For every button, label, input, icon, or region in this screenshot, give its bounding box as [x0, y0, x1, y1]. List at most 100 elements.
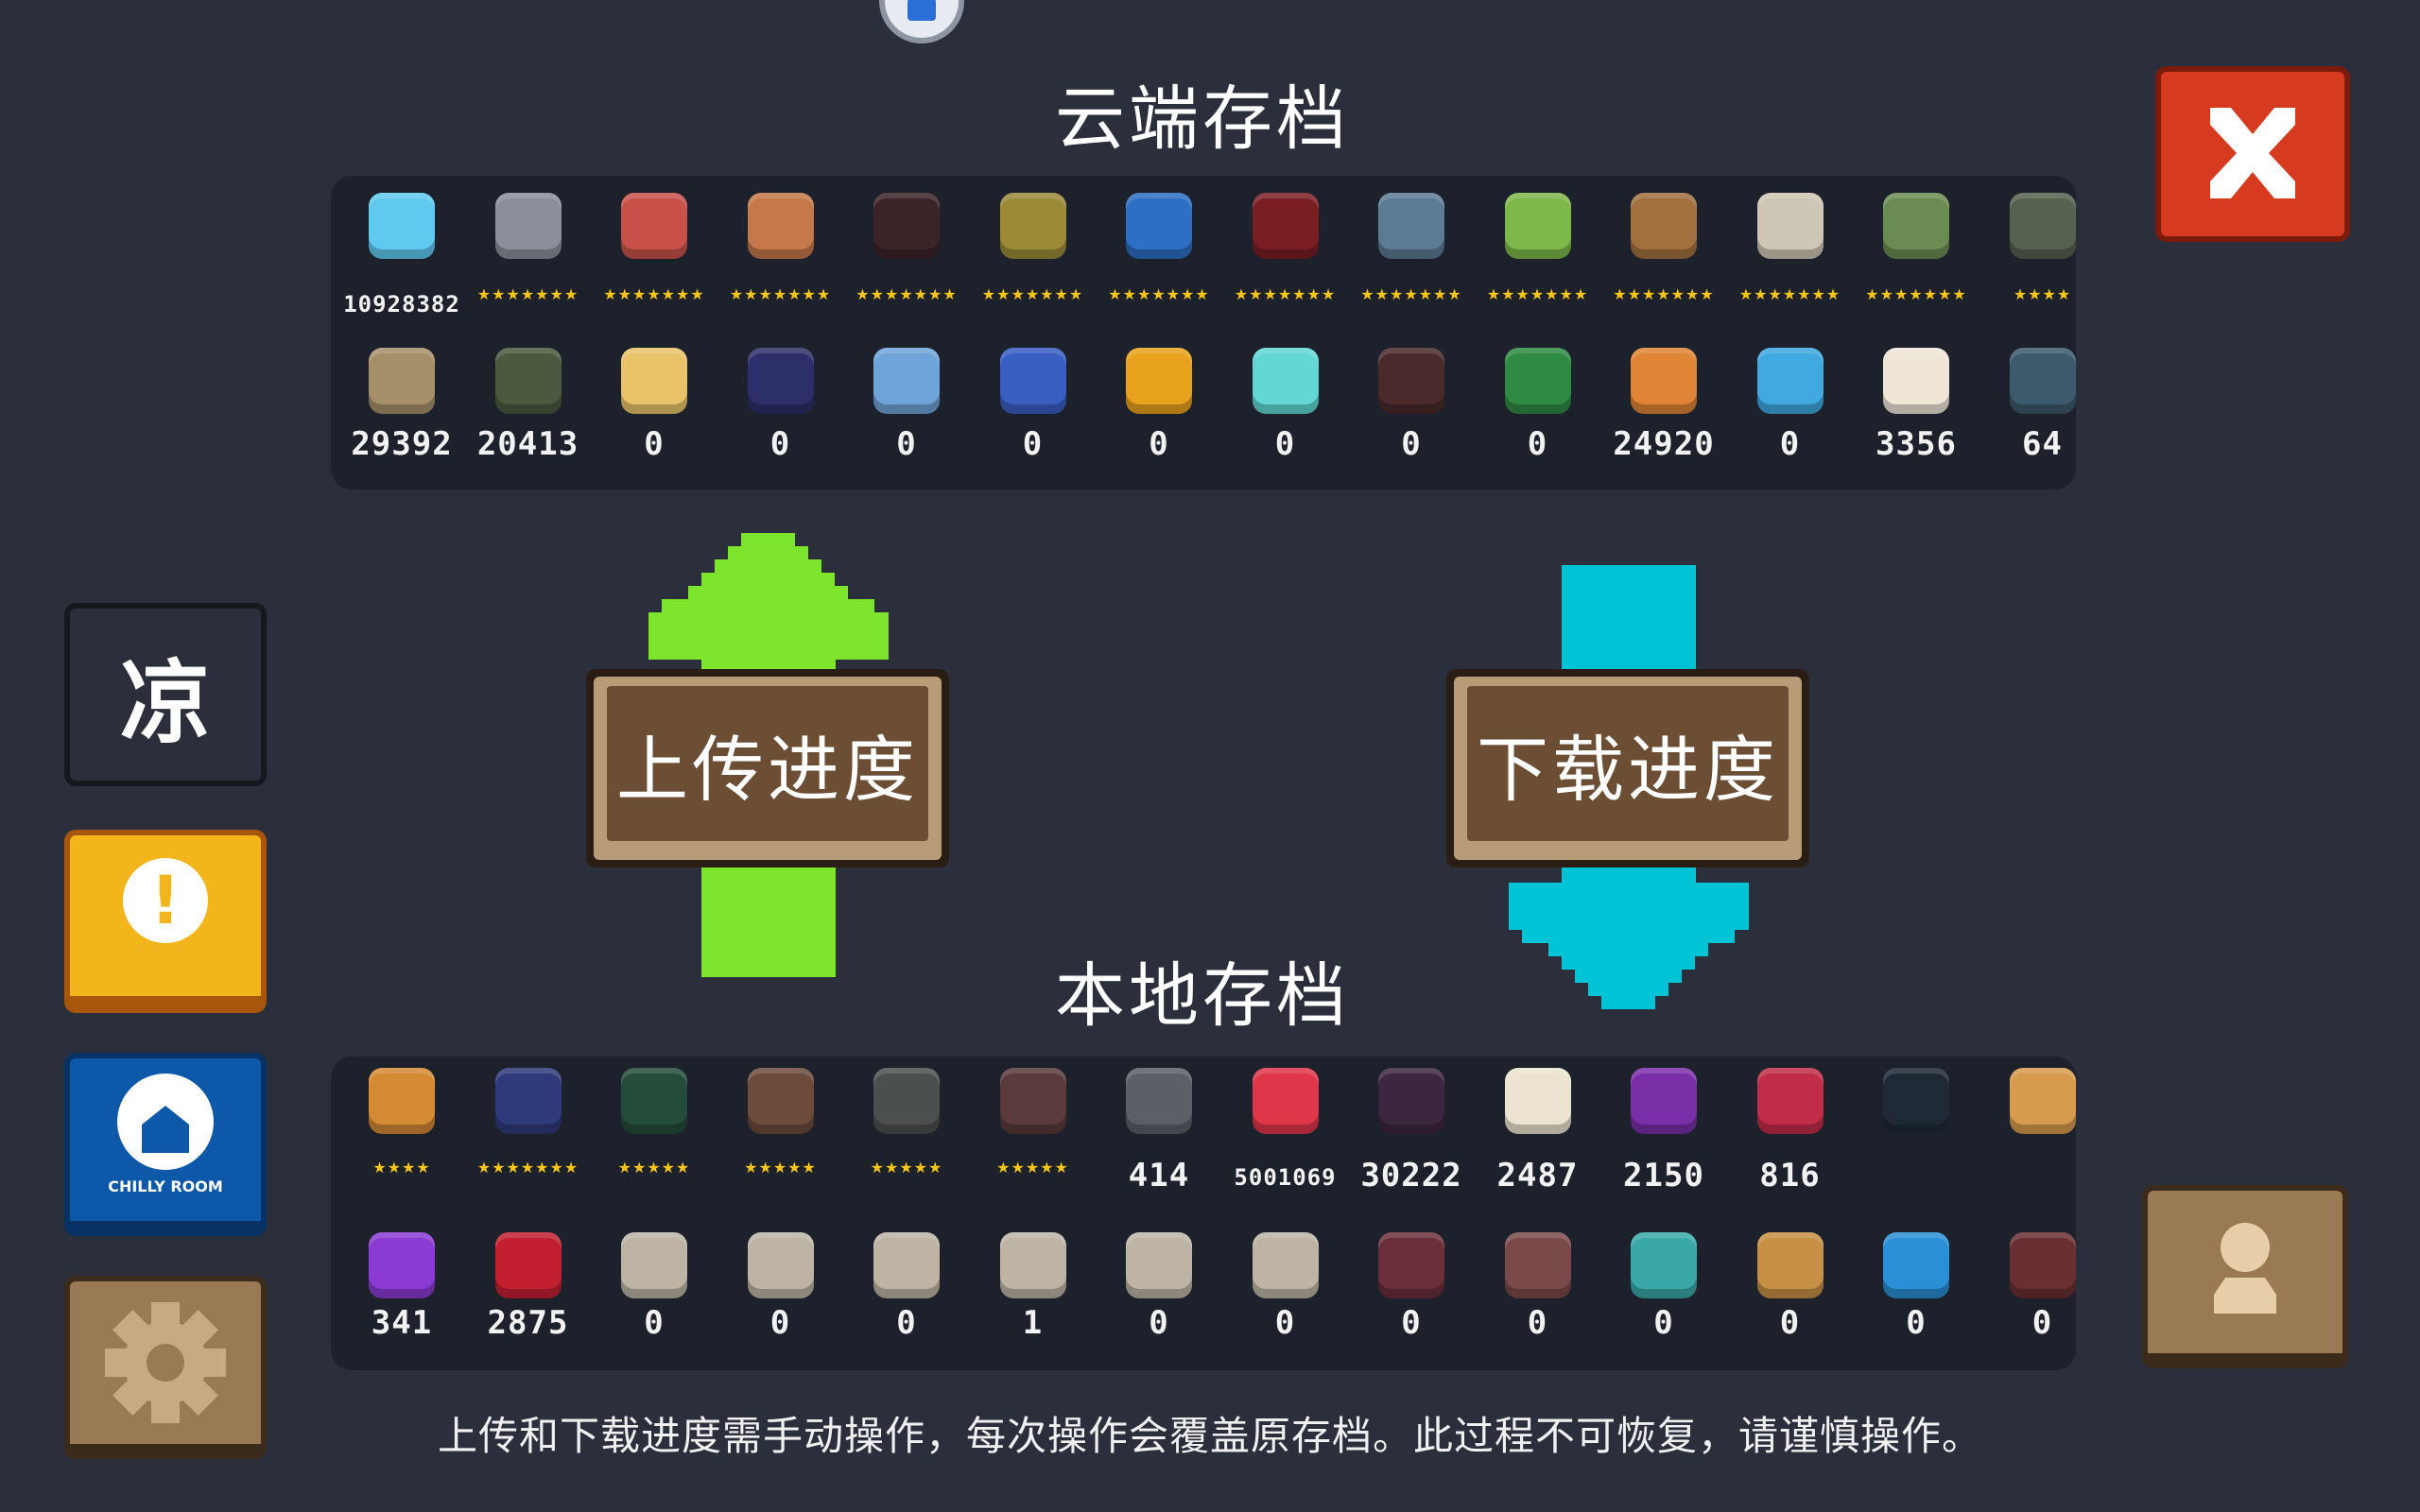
slime-icon — [1252, 1068, 1319, 1134]
star-rating: ★★★★★★★ — [1865, 285, 1967, 303]
orb-icon — [873, 1068, 940, 1134]
item-count: 1 — [1022, 1304, 1044, 1342]
item-count: 0 — [2031, 1304, 2053, 1342]
inventory-item: 0 — [1475, 1213, 1601, 1370]
upload-progress-button[interactable]: 上传进度 — [586, 669, 949, 868]
inventory-item: 1 — [970, 1213, 1097, 1370]
inventory-item: 0 — [1727, 1213, 1854, 1370]
star-rating: ★★★★★★★ — [1234, 285, 1337, 303]
chillyroom-logo-icon — [117, 1074, 214, 1170]
inventory-item: 0 — [1979, 1213, 2077, 1370]
inventory-item: ★★★★★★★ — [1600, 176, 1727, 333]
item-count: 30222 — [1360, 1157, 1462, 1194]
alert-button[interactable]: ! — [64, 830, 267, 1013]
item-count: 0 — [1274, 1304, 1296, 1342]
user-icon — [2214, 1223, 2276, 1314]
purple-crystal-icon — [369, 1232, 435, 1298]
inventory-item: ★★★★★★★ — [465, 1057, 592, 1213]
star-rating: ★★★★★ — [870, 1159, 943, 1177]
inventory-item: 2487 — [1475, 1057, 1601, 1213]
top-badge-icon[interactable] — [879, 0, 964, 43]
cloud-row-characters: 10928382★★★★★★★★★★★★★★★★★★★★★★★★★★★★★★★★… — [331, 176, 2076, 333]
green-chest-icon — [621, 1068, 687, 1134]
inventory-item: 64 — [1979, 333, 2077, 490]
inventory-item: 29392 — [338, 333, 465, 490]
item-count: 0 — [1779, 425, 1801, 463]
item-count: 29392 — [351, 425, 453, 463]
star-rating: ★★★★★★★ — [856, 285, 958, 303]
inventory-item: ★★★★★★★ — [1096, 176, 1222, 333]
inventory-item: 0 — [717, 1213, 844, 1370]
inventory-item: 0 — [1222, 1213, 1349, 1370]
star-rating: ★★★★★★★ — [1738, 285, 1841, 303]
druid-icon — [1883, 193, 1949, 259]
inventory-item: ★★★★★★★ — [970, 176, 1097, 333]
book-stack-icon — [747, 1068, 814, 1134]
community-button[interactable]: CHILLY ROOM — [64, 1053, 267, 1236]
inventory-item: 0 — [591, 1213, 717, 1370]
settings-button[interactable] — [64, 1276, 267, 1459]
item-count: 0 — [644, 1304, 665, 1342]
item-count: 414 — [1128, 1157, 1190, 1194]
item-count: 0 — [1149, 1304, 1169, 1342]
star-rating: ★★★★ — [372, 1159, 431, 1177]
item-count: 0 — [1527, 1304, 1548, 1342]
demon-icon — [1378, 1068, 1444, 1134]
witch-icon — [747, 193, 814, 259]
inventory-item: 816 — [1727, 1057, 1854, 1213]
profile-button[interactable] — [2142, 1185, 2348, 1368]
inventory-item: 0 — [1853, 1213, 1979, 1370]
inventory-item: 0 — [1348, 1213, 1475, 1370]
inventory-item: 0 — [1727, 333, 1854, 490]
item-count: 0 — [1653, 1304, 1674, 1342]
inventory-item: ★★★★ — [338, 1057, 465, 1213]
energy-core-icon — [1252, 348, 1319, 414]
inventory-item: ★★★★★★★ — [591, 176, 717, 333]
star-rating: ★★★★★ — [744, 1159, 817, 1177]
scroll-icon — [1504, 348, 1571, 414]
inventory-item: 24920 — [1600, 333, 1727, 490]
inventory-item: 0 — [1600, 1213, 1727, 1370]
black-cat-icon — [1883, 1068, 1949, 1134]
blue-feather-icon — [1883, 1232, 1949, 1298]
battery-icon — [494, 348, 562, 414]
item-count: 3356 — [1876, 425, 1957, 463]
star-rating: ★★★★★★★ — [729, 285, 832, 303]
close-button[interactable] — [2155, 66, 2350, 242]
footer-warning-text: 上传和下载进度需手动操作，每次操作会覆盖原存档。此过程不可恢复，请谨慎操作。 — [437, 1413, 1982, 1459]
gems-icon — [369, 193, 435, 259]
crystal-icon — [873, 348, 940, 414]
download-progress-label: 下载进度 — [1467, 686, 1789, 841]
blank-scroll-icon — [873, 1232, 940, 1298]
inventory-item: 0 — [843, 1213, 970, 1370]
blank-scroll-icon — [999, 1232, 1066, 1298]
vampire-icon — [1252, 193, 1319, 259]
star-rating: ★★★★★★★ — [1108, 285, 1210, 303]
meat-icon — [1631, 348, 1697, 414]
inventory-item: ★★★★★★★ — [1853, 176, 1979, 333]
eye-orb-icon — [1756, 348, 1824, 414]
inventory-item: ★★★★★★★ — [1222, 176, 1349, 333]
star-rating: ★★★★★★★ — [1360, 285, 1462, 303]
item-count: 0 — [1779, 1304, 1801, 1342]
officer-icon — [494, 1068, 562, 1134]
inventory-item: 5001069 — [1222, 1057, 1349, 1213]
inventory-item: ★★★★ — [1979, 176, 2077, 333]
item-count: 0 — [1401, 1304, 1422, 1342]
inventory-item — [1979, 1057, 2077, 1213]
item-count: 0 — [1906, 1304, 1927, 1342]
item-count: 2150 — [1623, 1157, 1704, 1194]
item-count: 0 — [1149, 425, 1169, 463]
item-count: 24920 — [1613, 425, 1715, 463]
liang-button[interactable]: 凉 — [64, 603, 267, 786]
inventory-item: 0 — [1222, 333, 1349, 490]
card-icon — [1504, 1068, 1571, 1134]
item-count: 5001069 — [1234, 1164, 1337, 1191]
item-count: 0 — [1401, 425, 1422, 463]
inventory-item: ★★★★★★★ — [465, 176, 592, 333]
download-progress-button[interactable]: 下载进度 — [1446, 669, 1809, 868]
inventory-item: ★★★★★ — [843, 1057, 970, 1213]
liang-label: 凉 — [120, 649, 211, 756]
priest-icon — [1756, 193, 1824, 259]
inventory-item: 0 — [591, 333, 717, 490]
